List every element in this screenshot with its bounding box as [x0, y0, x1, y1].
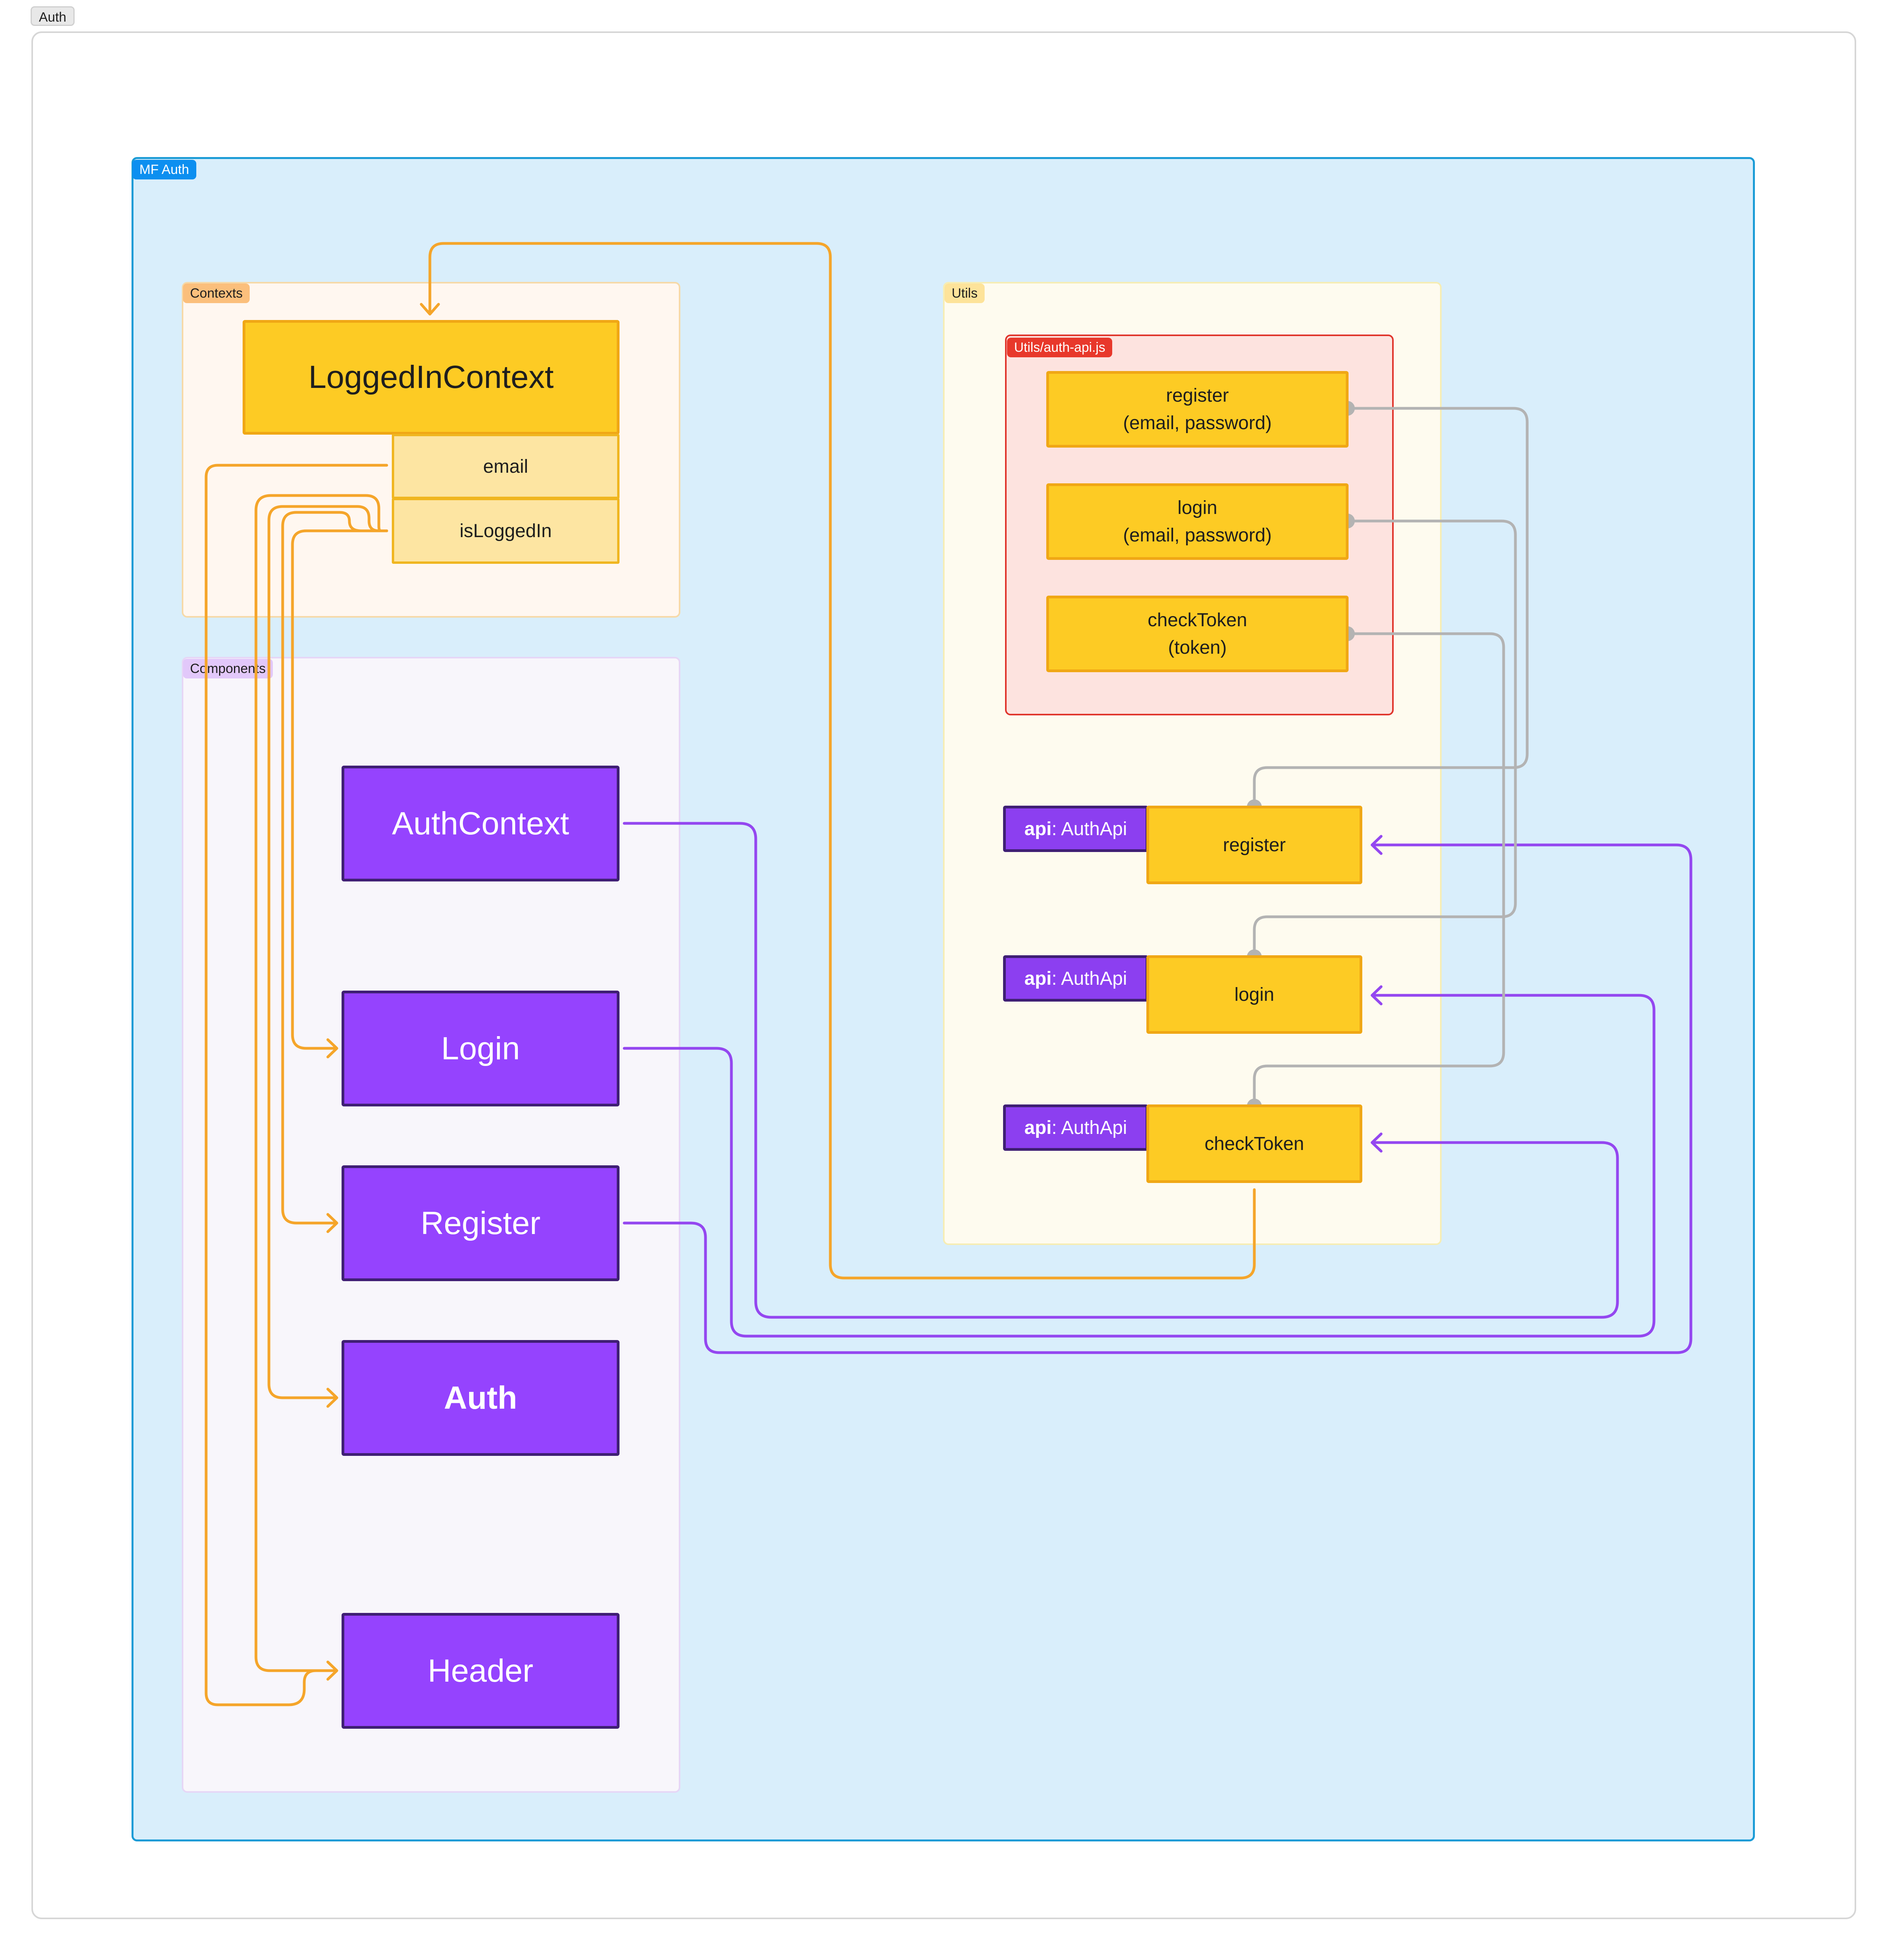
context-field-email-label: email [483, 456, 528, 477]
api-tag-checktoken: api: AuthApi [1003, 1104, 1148, 1151]
api-tag-register-key: api [1024, 818, 1052, 839]
edge-isloggedin-to-header [254, 494, 388, 1672]
edge-fn-register-to-api-register [1253, 407, 1529, 808]
api-tag-login-type: : AuthApi [1051, 968, 1127, 989]
auth-frame-label: Auth [31, 6, 75, 26]
fn-checktoken-label: checkToken (token) [1148, 609, 1247, 658]
component-auth-label: Auth [444, 1380, 517, 1416]
api-tag-login-key: api [1024, 968, 1052, 989]
edge-isloggedin-to-login [291, 529, 388, 1050]
api-tag-register: api: AuthApi [1003, 806, 1148, 852]
utils-label: Utils [945, 283, 985, 303]
arrow-head-checktoken [1371, 1132, 1383, 1153]
components-label: Components [183, 659, 273, 678]
edge-fn-checktoken-to-api-checktoken [1253, 632, 1505, 1108]
api-method-login-label: login [1234, 984, 1274, 1005]
component-header-label: Header [428, 1653, 534, 1689]
arrow-head-auth [326, 1388, 338, 1408]
mf-auth-label: MF Auth [132, 160, 196, 179]
context-field-isloggedin-label: isLoggedIn [459, 520, 552, 541]
arrow-head-register [326, 1213, 338, 1233]
edge-authcontext-to-checktoken [623, 822, 1619, 1319]
api-tag-checktoken-type: : AuthApi [1051, 1117, 1127, 1138]
auth-api-file-label: Utils/auth-api.js [1007, 338, 1113, 357]
api-method-checktoken[interactable]: checkToken [1146, 1104, 1362, 1183]
component-login[interactable]: Login [342, 991, 620, 1106]
fn-checktoken[interactable]: checkToken (token) [1046, 596, 1349, 672]
loggedincontext-node[interactable]: LoggedInContext [243, 320, 620, 435]
api-tag-checktoken-key: api [1024, 1117, 1052, 1138]
arrow-head-login [326, 1038, 338, 1059]
api-method-checktoken-label: checkToken [1204, 1133, 1304, 1154]
api-method-register[interactable]: register [1146, 806, 1362, 884]
fn-register-label: register (email, password) [1123, 385, 1272, 433]
context-field-email[interactable]: email [392, 434, 620, 499]
component-register[interactable]: Register [342, 1165, 620, 1281]
fn-login[interactable]: login (email, password) [1046, 483, 1349, 560]
api-tag-login: api: AuthApi [1003, 955, 1148, 1002]
contexts-label: Contexts [183, 283, 250, 303]
api-tag-register-type: : AuthApi [1051, 818, 1127, 839]
edge-email-to-header [205, 464, 388, 1706]
arrow-head-api-register [1371, 835, 1383, 855]
component-auth[interactable]: Auth [342, 1340, 620, 1456]
component-authcontext-label: AuthContext [392, 805, 569, 841]
arrow-head-header [326, 1660, 338, 1681]
arrow-head-api-login [1371, 985, 1383, 1006]
api-method-login[interactable]: login [1146, 955, 1362, 1034]
loggedincontext-label: LoggedInContext [308, 359, 554, 395]
component-register-label: Register [420, 1205, 541, 1241]
edge-fn-login-to-api-login [1253, 519, 1517, 958]
edge-isloggedin-to-auth [267, 505, 388, 1399]
edge-isloggedin-to-register [281, 511, 388, 1225]
component-header[interactable]: Header [342, 1613, 620, 1729]
edge-login-to-api-login [623, 994, 1656, 1338]
edge-checktoken-to-loggedincontext [428, 242, 1256, 1280]
fn-login-label: login (email, password) [1123, 497, 1272, 546]
arrow-head-loggedincontext [420, 303, 440, 316]
component-login-label: Login [441, 1030, 520, 1066]
fn-register[interactable]: register (email, password) [1046, 371, 1349, 448]
context-field-isloggedin[interactable]: isLoggedIn [392, 498, 620, 564]
edge-register-to-api-register [623, 843, 1692, 1354]
api-method-register-label: register [1223, 834, 1286, 856]
component-authcontext[interactable]: AuthContext [342, 766, 620, 881]
